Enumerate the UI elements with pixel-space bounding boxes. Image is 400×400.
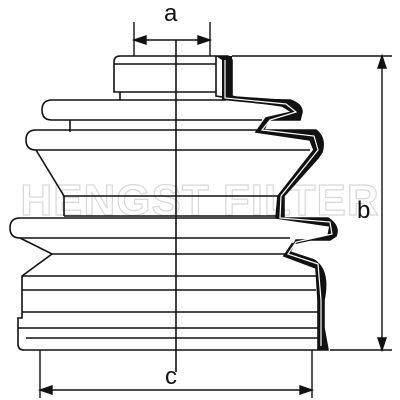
section-highlights: [224, 60, 333, 346]
boot-exterior-half: [9, 55, 176, 351]
boot-wall-section: [216, 56, 337, 350]
dimension-b-label: b: [357, 197, 371, 224]
dimension-c: [37, 350, 315, 398]
dimension-c-label: c: [165, 363, 177, 390]
dimension-b: [232, 53, 392, 353]
dimension-a: [131, 22, 213, 56]
dimension-a-label: a: [164, 0, 178, 27]
